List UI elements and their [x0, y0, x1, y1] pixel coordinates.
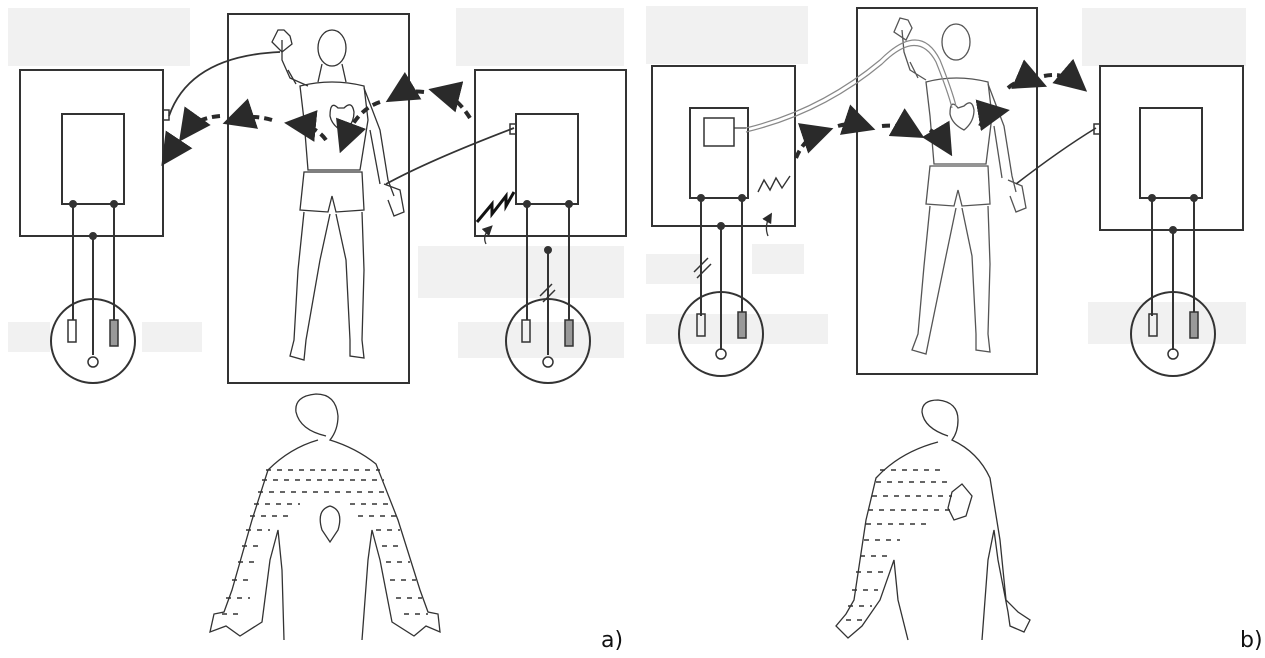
current-arrows-b: [796, 75, 1078, 158]
right-device-b: [1094, 66, 1243, 376]
panel-b: [652, 8, 1243, 640]
current-path-torso-a: [210, 394, 440, 640]
panel-a: [20, 14, 626, 640]
current-path-torso-b: [836, 400, 1030, 640]
patient-box-a: [169, 14, 514, 383]
current-arrows-a: [168, 92, 470, 157]
right-device-a: [475, 70, 626, 383]
patient-box-b: [746, 8, 1096, 374]
panel-label-a: a): [601, 628, 623, 653]
left-device-a: [20, 70, 169, 383]
panel-label-b: b): [1240, 628, 1263, 653]
left-device-b: [652, 66, 795, 376]
